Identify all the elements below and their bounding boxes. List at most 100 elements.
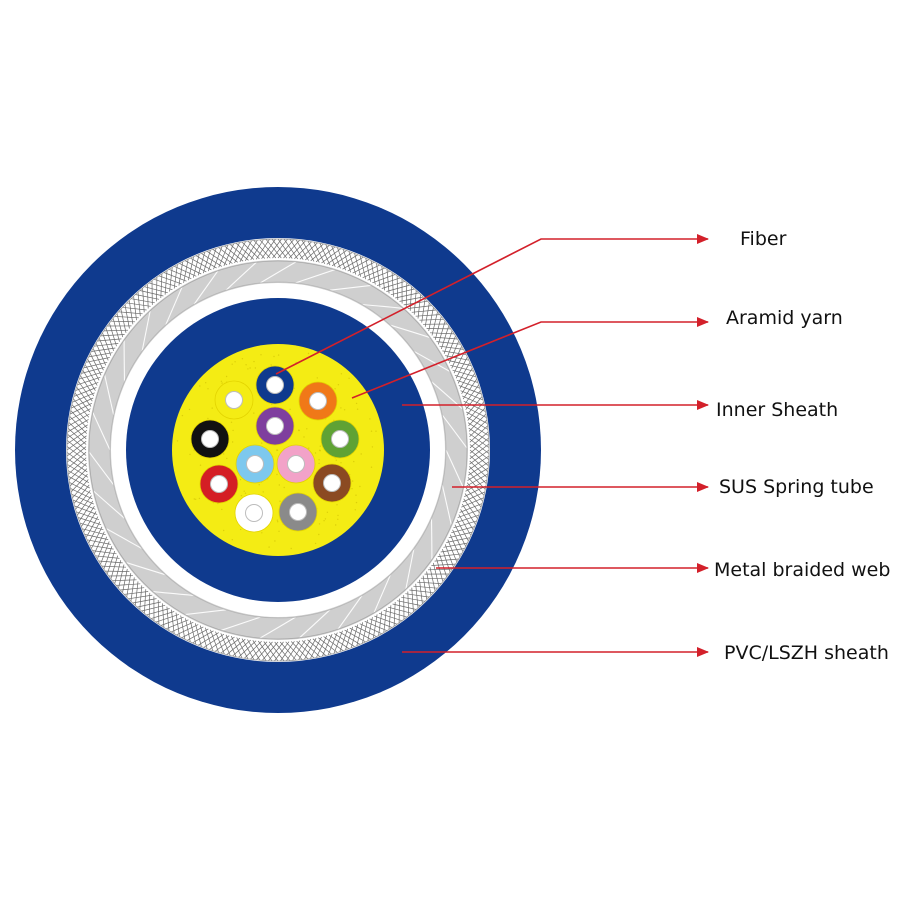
aramid-fleck [240, 528, 242, 531]
braid-strand [188, 256, 194, 281]
braid-strand [103, 546, 113, 570]
aramid-fleck [243, 490, 245, 492]
aramid-fleck [181, 414, 184, 417]
aramid-fleck [278, 484, 280, 486]
aramid-fleck [337, 518, 339, 520]
aramid-fleck [324, 518, 327, 520]
braid-strand [453, 351, 465, 374]
braid-strand [66, 435, 87, 451]
braid-strand [315, 246, 336, 263]
braid-strand [112, 579, 137, 582]
braid-strand [110, 555, 119, 579]
braid-strand [68, 457, 87, 475]
braid-strand [258, 640, 273, 662]
braid-strand [207, 248, 217, 272]
braid-strand [439, 345, 464, 350]
braid-strand [455, 514, 479, 524]
aramid-fleck [369, 418, 371, 420]
braid-strand [255, 239, 270, 260]
braid-strand [443, 542, 468, 548]
braid-strand [456, 519, 469, 542]
cable-cross-section [15, 187, 541, 713]
braid-strand [67, 464, 89, 478]
braid-strand [457, 362, 471, 384]
fiber-black [190, 419, 230, 459]
braid-strand [71, 397, 94, 409]
braid-strand [213, 246, 223, 270]
aramid-fleck [273, 355, 275, 358]
fiber-bundle [190, 365, 360, 533]
layer-labels: Fiber Aramid yarn Inner Sheath SUS Sprin… [714, 228, 890, 664]
braid-strand [469, 433, 490, 448]
aramid-fleck [318, 523, 321, 525]
braid-strand [376, 263, 381, 288]
braid-strand [277, 239, 294, 259]
braid-strand [124, 304, 130, 329]
braid-strand [444, 544, 454, 568]
aramid-fleck [343, 409, 346, 411]
aramid-fleck [314, 542, 317, 545]
braid-strand [469, 419, 488, 438]
braid-strand [362, 267, 386, 279]
braid-strand [348, 251, 357, 275]
braid-strand [144, 286, 168, 294]
braid-strand [218, 244, 229, 268]
braid-strand [434, 316, 442, 340]
braid-strand [169, 267, 173, 292]
aramid-fleck [199, 464, 202, 466]
spring-coil-stroke [441, 484, 452, 526]
pvc-lszh-sheath-label: PVC/LSZH sheath [724, 642, 889, 664]
braid-strand [89, 544, 114, 550]
braid-strand [289, 239, 304, 260]
aramid-fleck [231, 539, 233, 541]
braid-strand [83, 511, 97, 533]
braid-strand [118, 564, 125, 589]
braid-strand [120, 587, 145, 591]
braid-strand [409, 589, 434, 594]
braid-strand [126, 302, 151, 307]
braid-strand [365, 258, 371, 282]
braid-strand [392, 603, 417, 610]
braid-strand [283, 238, 298, 260]
aramid-fleck [306, 428, 308, 430]
braid-strand [89, 353, 102, 376]
braid-strand [316, 635, 328, 658]
aramid-fleck [371, 446, 374, 448]
spring-coil-stroke [431, 381, 463, 410]
braid-strand [461, 373, 475, 394]
aramid-fleck [370, 430, 373, 432]
braid-strand [86, 357, 110, 363]
braid-strand [67, 419, 89, 433]
braid-strand [70, 410, 88, 429]
braid-strand [352, 261, 375, 274]
aramid-fleck [260, 354, 262, 356]
spring-coil-stroke [126, 561, 166, 576]
braid-strand [130, 577, 135, 602]
braid-strand [186, 628, 209, 641]
aramid-fleck [318, 462, 320, 465]
aramid-fleck [340, 407, 342, 409]
aramid-fleck [188, 408, 191, 411]
braid-strand [126, 573, 132, 598]
braid-strand [432, 562, 440, 587]
fiber-orange-core [309, 392, 327, 410]
braid-strand [319, 243, 331, 266]
braid-strand [118, 311, 143, 315]
braid-strand [153, 278, 178, 288]
aramid-fleck [277, 521, 279, 523]
braid-strand [420, 577, 446, 580]
leader-lines [275, 234, 709, 657]
braid-strand [75, 382, 99, 391]
fiber-rose [276, 444, 316, 484]
braid-strand [69, 402, 92, 415]
aramid-fleck [254, 367, 257, 369]
braid-strand [122, 568, 128, 593]
spring-coil-stroke [225, 261, 257, 291]
aramid-fleck [335, 459, 337, 461]
braid-strand [70, 473, 88, 493]
braid-strand [463, 400, 486, 412]
braid-strand [396, 275, 399, 301]
braid-strand [367, 617, 373, 641]
braid-strand [337, 247, 346, 271]
fiber-blue [255, 365, 295, 405]
